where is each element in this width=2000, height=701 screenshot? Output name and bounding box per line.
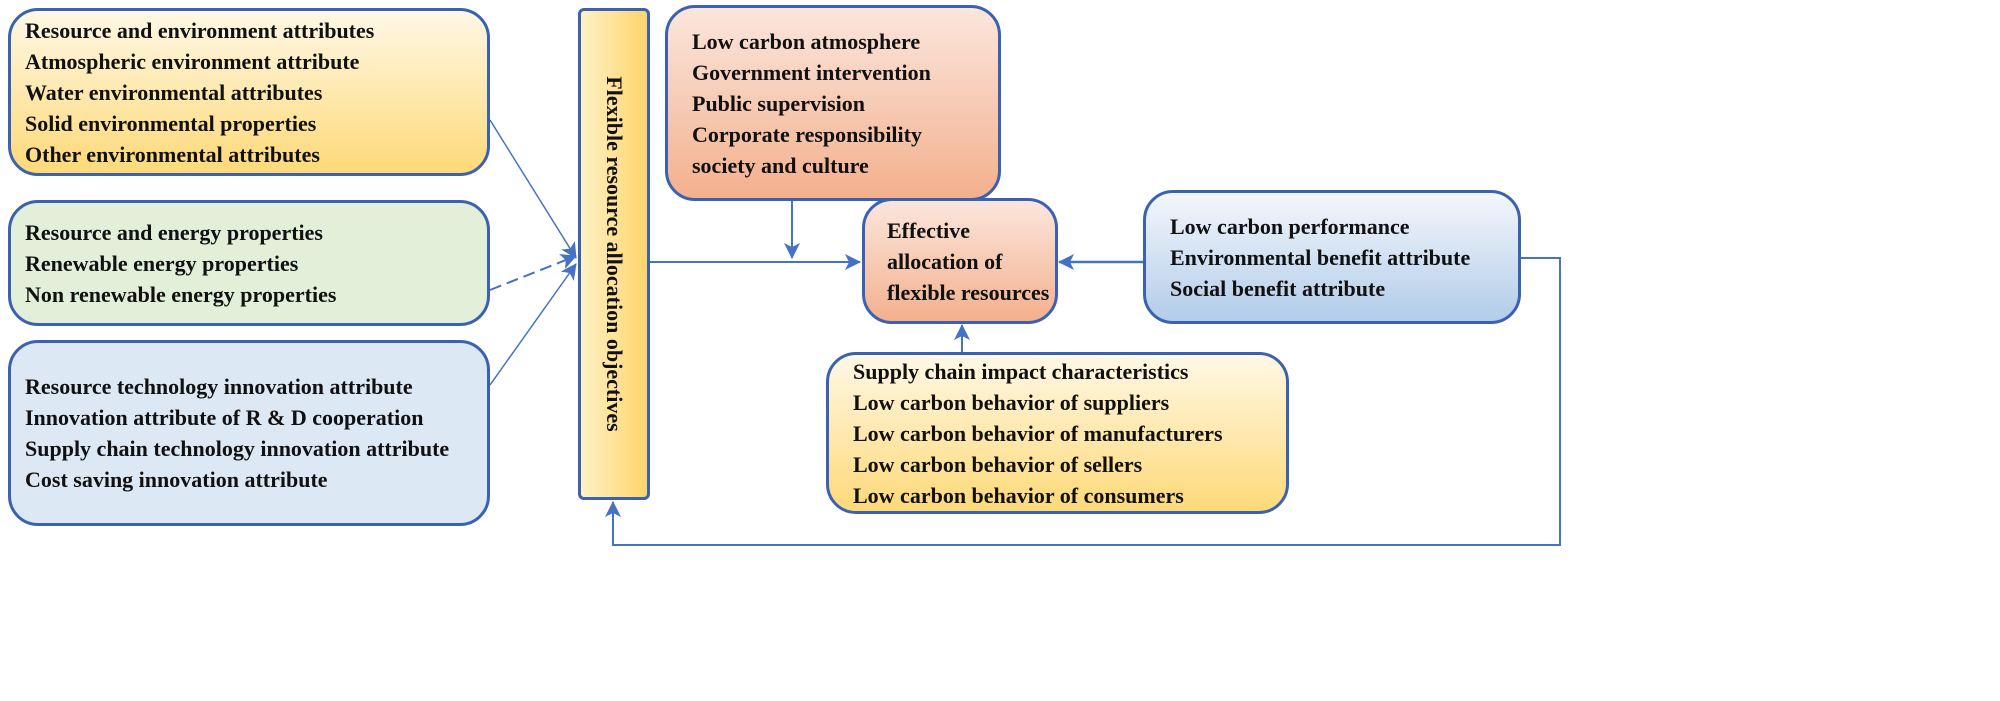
box-line: Supply chain impact characteristics xyxy=(853,358,1189,384)
supply-chain-box: Supply chain impact characteristics Low … xyxy=(826,352,1289,514)
feedback-loop xyxy=(605,257,1561,546)
objectives-bar: Flexible resource allocation objectives xyxy=(578,8,650,500)
box-line: society and culture xyxy=(692,152,869,178)
box-line: Resource technology innovation attribute xyxy=(25,374,413,399)
box-line: allocation of xyxy=(887,248,1003,274)
box-line: Low carbon behavior of sellers xyxy=(853,451,1143,477)
arrow-innovation-to-objectives xyxy=(489,263,577,386)
box-line: Social benefit attribute xyxy=(1170,275,1386,301)
box-line: Low carbon performance xyxy=(1170,213,1410,239)
box-line: Effective xyxy=(887,217,971,243)
box-line: Government intervention xyxy=(692,59,931,85)
box-line: Resource and environment attributes xyxy=(25,17,375,43)
resource-environment-box: Resource and environment attributes Atmo… xyxy=(8,8,490,176)
box-line: Solid environmental properties xyxy=(25,110,317,136)
box-line: Low carbon atmosphere xyxy=(692,28,921,54)
resource-energy-box: Resource and energy properties Renewable… xyxy=(8,200,490,326)
box-line: Non renewable energy properties xyxy=(25,281,337,307)
low-carbon-atmosphere-box: Low carbon atmosphere Government interve… xyxy=(665,5,1001,201)
box-line: Low carbon behavior of manufacturers xyxy=(853,420,1223,446)
box-line: Supply chain technology innovation attri… xyxy=(25,436,450,461)
box-line: Resource and energy properties xyxy=(25,219,323,245)
arrow-energy-to-objectives xyxy=(489,254,577,291)
objectives-label: Flexible resource allocation objectives xyxy=(602,76,627,432)
arrow-environment-to-objectives xyxy=(489,119,577,259)
box-line: Renewable energy properties xyxy=(25,250,299,276)
low-carbon-performance-box: Low carbon performance Environmental ben… xyxy=(1143,190,1521,324)
technology-innovation-box: Resource technology innovation attribute… xyxy=(8,340,490,526)
box-line: Cost saving innovation attribute xyxy=(25,467,328,492)
box-line: Low carbon behavior of suppliers xyxy=(853,389,1170,415)
box-line: Innovation attribute of R & D cooperatio… xyxy=(25,405,424,430)
box-line: Public supervision xyxy=(692,90,865,116)
box-line: Corporate responsibility xyxy=(692,121,922,147)
box-line: Atmospheric environment attribute xyxy=(25,48,360,74)
box-line: Low carbon behavior of consumers xyxy=(853,482,1184,508)
effective-allocation-box: Effective allocation of flexible resourc… xyxy=(862,198,1058,324)
box-line: flexible resources xyxy=(887,279,1050,305)
box-line: Other environmental attributes xyxy=(25,141,320,167)
box-line: Environmental benefit attribute xyxy=(1170,244,1471,270)
box-line: Water environmental attributes xyxy=(25,79,323,105)
